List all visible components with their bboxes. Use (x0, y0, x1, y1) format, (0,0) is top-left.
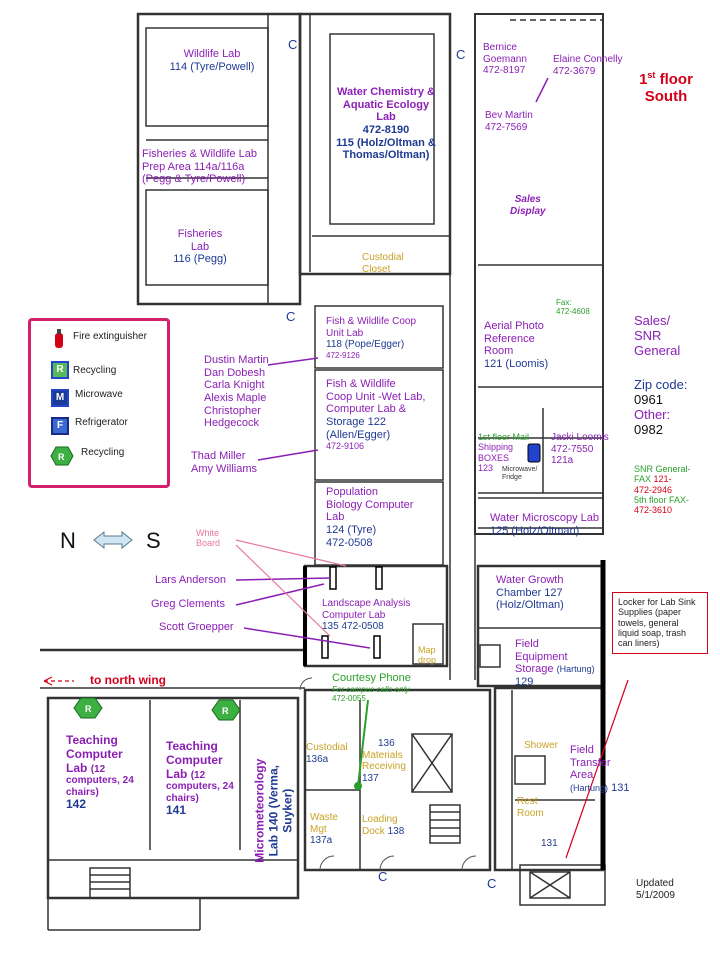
recycle-hex-label: R (85, 704, 92, 714)
room-field-equipment: Field Equipment Storage (Hartung) 129 (515, 638, 595, 688)
room-teaching-141: Teaching Computer Lab (12 computers, 24 … (166, 739, 234, 818)
person-scott: Scott Groepper (159, 621, 234, 633)
recycling-hex-icon (50, 446, 74, 466)
refrigerator-box-icon: F (51, 417, 69, 435)
updated-date: Updated 5/1/2009 (636, 878, 675, 901)
room-custodial-136a: Custodial 136a (306, 742, 348, 765)
wall-west-wing (46, 696, 300, 900)
locker-note: Locker for Lab Sink Supplies (paper towe… (612, 592, 708, 654)
room-shower: Shower (524, 740, 558, 751)
person-lars: Lars Anderson (155, 574, 226, 586)
c-marker: C (286, 309, 296, 324)
recycle-hex-label: R (222, 706, 229, 716)
room-custodial-closet: Custodial Closet (362, 252, 404, 275)
room-materials-receiving: 136 Materials Receiving 137 (362, 738, 406, 784)
c-marker: C (288, 37, 298, 52)
room-landscape-analysis: Landscape Analysis Computer Lab 135 472-… (322, 598, 411, 632)
room-fish-coop-lab: Fish & Wildlife Coop Unit Lab 118 (Pope/… (326, 316, 417, 360)
legend-refrigerator-label: Refrigerator (75, 417, 128, 428)
fax-number: Fax: 472-4608 (556, 298, 590, 317)
room-sales-display: Sales Display (510, 194, 546, 217)
room-fisheries-prep: Fisheries & Wildlife Lab Prep Area 114a/… (142, 148, 257, 186)
room-population-biology: Population Biology Computer Lab 124 (Tyr… (326, 486, 414, 549)
legend-recycling2-label: Recycling (81, 447, 125, 458)
c-marker: C (378, 869, 388, 884)
microwave-fridge-label: Microwave/ Fridge (502, 466, 538, 482)
room-rest-room: Rest Room (517, 796, 544, 819)
room-fisheries-lab: Fisheries Lab 116 (Pegg) (173, 228, 227, 266)
room-water-chemistry: Water Chemistry & Aquatic Ecology Lab 47… (336, 86, 436, 162)
legend: Fire extinguisher R Recycling M Microwav… (28, 318, 170, 488)
person-bev: Bev Martin 472-7569 (485, 110, 533, 133)
recycling-box-icon: R (51, 361, 69, 379)
south-label: S (146, 528, 161, 553)
room-micrometeorology: Micrometeorology Lab 140 (Verma, Suyker) (252, 758, 294, 863)
to-north-wing: to north wing (90, 673, 166, 687)
person-greg: Greg Clements (151, 598, 225, 610)
legend-recycling-label: Recycling (73, 365, 117, 376)
c-marker: C (456, 47, 466, 62)
c-marker: C (487, 876, 497, 891)
room-wildlife-lab: Wildlife Lab 114 (Tyre/Powell) (169, 48, 255, 73)
sales-snr-general: Sales/ SNR General (634, 313, 681, 358)
white-board-label: White Board (196, 528, 221, 549)
people-dustin-group: Dustin Martin Dan Dobesh Carla Knight Al… (204, 354, 269, 430)
room-teaching-142: Teaching Computer Lab (12 computers, 24 … (66, 733, 134, 812)
people-thad-group: Thad Miller Amy Williams (191, 450, 257, 475)
room-aerial-photo: Aerial Photo Reference Room 121 (Loomis) (484, 320, 549, 370)
zip-code: Zip code: 0961 Other: 0982 (634, 377, 688, 437)
room-coop-computer-lab: Fish & Wildlife Coop Unit -Wet Lab, Comp… (326, 378, 426, 452)
room-mail: 1st floor Mail Shipping BOXES 123 (478, 432, 530, 474)
courtesy-phone: Courtesy Phone For campus calls only 472… (332, 672, 411, 703)
room-water-growth: Water Growth Chamber 127 (Holz/Oltman) (496, 574, 564, 612)
map-drop: Map drop (418, 645, 437, 666)
microwave-box-icon: M (51, 389, 69, 407)
room-water-microscopy: Water Microscopy Lab 125 (Holz/Oltman) (490, 512, 600, 537)
person-bernice: Bernice Goemann 472-8197 (483, 42, 527, 76)
person-jacki: Jacki Loomis 472-7550 121a (551, 432, 609, 466)
snr-fax: SNR General- FAX 121- 472-2946 5th floor… (634, 464, 691, 516)
room-loading-dock: Loading Dock 138 (362, 814, 405, 837)
room-131: 131 (541, 838, 558, 849)
legend-microwave-label: Microwave (75, 389, 123, 400)
fire-extinguisher-icon (55, 329, 63, 348)
person-elaine: Elaine Connelly 472-3679 (553, 54, 623, 77)
legend-fire-label: Fire extinguisher (73, 331, 147, 342)
north-label: N (60, 528, 76, 553)
room-waste-mgt: Waste Mgt 137a (310, 812, 338, 846)
room-field-transfer: Field Transfer Area (Hartung) 131 (570, 744, 630, 794)
recycling-hex-letter: R (58, 452, 65, 462)
